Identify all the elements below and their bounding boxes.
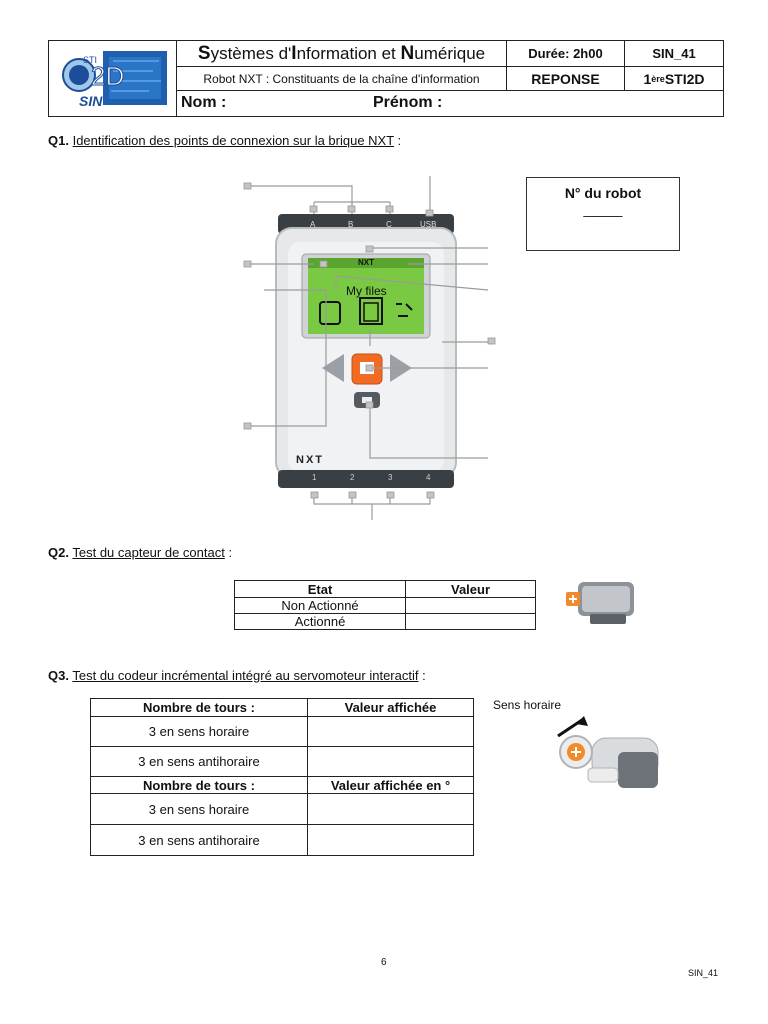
port-b-label: B <box>348 220 354 229</box>
motor-direction-label: Sens horaire <box>493 698 562 712</box>
header-subtitle: Robot NXT : Constituants de la chaîne d'… <box>177 67 507 91</box>
contact-header-valeur: Valeur <box>405 580 536 598</box>
prenom-label: Prénom : <box>373 94 443 111</box>
contact-row-value[interactable] <box>405 597 536 614</box>
nxt-brand-label: nxt <box>296 454 324 466</box>
sti2d-sin-logo: STI 2D SIN <box>49 41 177 116</box>
encoder-table: Nombre de tours : Valeur affichée 3 en s… <box>90 698 474 856</box>
encoder-header-valeur: Valeur affichée <box>307 698 474 717</box>
encoder-header-tours: Nombre de tours : <box>90 698 308 717</box>
port-4-label: 4 <box>426 473 431 482</box>
nxt-brick-diagram: A B C USB NXT My files nxt 1 2 3 4 <box>236 170 496 530</box>
robot-number-line: _____ <box>583 201 623 217</box>
screen-my-files: My files <box>346 284 387 298</box>
encoder-row-value[interactable] <box>307 746 474 777</box>
q3-heading: Q3. Test du codeur incrémental intégré a… <box>48 668 426 683</box>
screen-nxt-label: NXT <box>358 258 374 267</box>
encoder-row-value[interactable] <box>307 793 474 825</box>
contact-row-state: Non Actionné <box>234 597 406 614</box>
port-3-label: 3 <box>388 473 393 482</box>
port-2-label: 2 <box>350 473 355 482</box>
header-reponse: REPONSE <box>507 67 625 91</box>
encoder-row-label: 3 en sens antihoraire <box>90 746 308 777</box>
contact-row-value[interactable] <box>405 613 536 630</box>
contact-header-etat: Etat <box>234 580 406 598</box>
header-table: STI 2D SIN Systèmes d'Information et Num… <box>48 40 724 117</box>
robot-number-box: N° du robot _____ <box>526 177 680 251</box>
encoder-row-value[interactable] <box>307 824 474 856</box>
header-name-row: Nom : Prénom : <box>177 91 723 116</box>
page-number: 6 <box>381 957 387 968</box>
servomotor-image <box>548 712 668 804</box>
touch-sensor-image <box>560 574 640 628</box>
logo-sti: STI <box>83 55 98 65</box>
port-1-label: 1 <box>312 473 317 482</box>
encoder-row-label: 3 en sens antihoraire <box>90 824 308 856</box>
logo-sin: SIN <box>79 93 103 109</box>
port-a-label: A <box>310 220 316 229</box>
header-duree: Durée: 2h00 <box>507 41 625 67</box>
header-title: Systèmes d'Information et Numérique <box>177 41 507 67</box>
q2-heading: Q2. Test du capteur de contact : <box>48 545 233 560</box>
encoder-header-valeur-deg: Valeur affichée en ° <box>307 776 474 794</box>
encoder-header-tours-2: Nombre de tours : <box>90 776 308 794</box>
encoder-row-label: 3 en sens horaire <box>90 793 308 825</box>
contact-sensor-table: Etat Valeur Non Actionné Actionné <box>234 580 536 630</box>
port-c-label: C <box>386 220 392 229</box>
encoder-row-value[interactable] <box>307 716 474 747</box>
encoder-row-label: 3 en sens horaire <box>90 716 308 747</box>
nxt-brick-illustration <box>243 176 496 520</box>
header-code: SIN_41 <box>625 41 723 67</box>
footer-code: SIN_41 <box>688 968 719 978</box>
nom-label: Nom : <box>181 94 227 111</box>
q1-heading: Q1. Identification des points de connexi… <box>48 133 402 148</box>
contact-row-state: Actionné <box>234 613 406 630</box>
robot-number-title: N° du robot <box>564 185 642 201</box>
logo-2d: 2D <box>90 61 125 92</box>
port-usb-label: USB <box>420 220 437 229</box>
